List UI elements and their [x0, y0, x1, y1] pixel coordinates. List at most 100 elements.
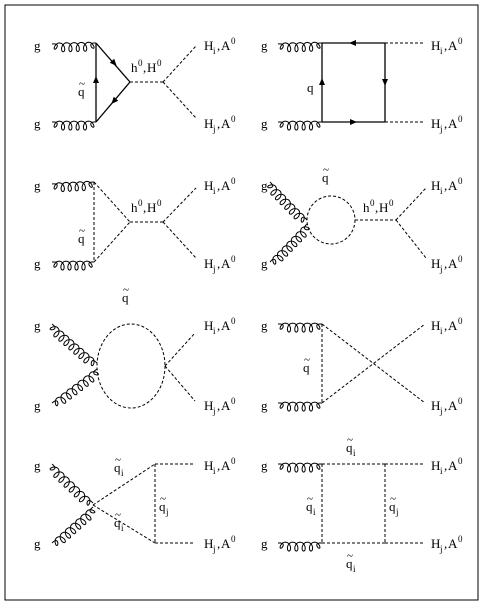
propagator-H-superscript: 0: [157, 58, 162, 68]
scalar-line: [395, 187, 427, 221]
squark-loop: [96, 323, 166, 409]
final-state-upper-A-superscript: 0: [231, 456, 236, 466]
gluon-line: [277, 41, 322, 53]
final-state-upper-A-superscript: 0: [458, 456, 463, 466]
final-state-lower-A: A: [221, 398, 231, 413]
final-state-upper-H: H: [204, 178, 213, 193]
final-state-lower-A: A: [448, 536, 458, 551]
final-state-upper-separator: ,: [217, 458, 220, 473]
squark-label: q: [78, 231, 85, 246]
gluon-label: g: [34, 398, 41, 413]
fermion-arrow: [93, 76, 99, 83]
squark-tilde: ~: [79, 225, 85, 237]
squark-label: q: [306, 499, 313, 514]
final-state-upper-separator: ,: [444, 458, 447, 473]
final-state-upper-H: H: [204, 318, 213, 333]
gluon-line: [51, 180, 94, 193]
figure-border: [4, 4, 479, 601]
propagator-h-superscript: 0: [370, 198, 375, 208]
final-state-upper-H: H: [431, 38, 440, 53]
gluon-label: g: [34, 536, 41, 551]
squark-tilde: ~: [160, 493, 166, 505]
final-state-upper-H: H: [204, 458, 213, 473]
final-state-lower-H-subscript: j: [212, 544, 216, 554]
gluon-label: g: [34, 318, 41, 333]
squark-tilde: ~: [347, 550, 353, 562]
final-state-lower-H-subscript: j: [439, 406, 443, 416]
squark-subscript: j: [395, 507, 399, 517]
gluon-line: [278, 322, 322, 333]
fermion-arrow: [382, 79, 388, 86]
propagator-h-superscript: 0: [138, 198, 143, 208]
final-state-lower-A-superscript: 0: [458, 254, 463, 264]
scalar-line: [92, 463, 156, 506]
final-state-upper-A: A: [221, 38, 231, 53]
propagator-separator: ,: [375, 200, 378, 215]
scalar-line: [164, 365, 196, 402]
scalar-line: [162, 45, 197, 83]
final-state-upper-H: H: [204, 38, 213, 53]
propagator-separator: ,: [143, 200, 146, 215]
scalar-line: [162, 81, 197, 119]
fermion-arrow: [111, 96, 119, 104]
final-state-upper-A-superscript: 0: [458, 36, 463, 46]
scalar-line: [164, 332, 196, 367]
final-state-upper-H-subscript: i: [440, 46, 443, 56]
propagator-H: H: [379, 200, 388, 215]
final-state-upper-separator: ,: [444, 38, 447, 53]
final-state-lower-H-subscript: j: [212, 264, 216, 274]
squark-tilde: ~: [304, 354, 310, 366]
gluon-label: g: [261, 178, 268, 193]
squark-tilde: ~: [307, 493, 313, 505]
propagator-H-superscript: 0: [157, 198, 162, 208]
scalar-line: [92, 504, 156, 544]
final-state-lower-H: H: [431, 116, 440, 131]
squark-label: q: [159, 499, 166, 514]
gluon-line: [49, 323, 98, 367]
scalar-line: [162, 221, 197, 259]
final-state-lower-separator: ,: [217, 256, 220, 271]
gluon-label: g: [34, 458, 41, 473]
final-state-upper-A: A: [448, 458, 458, 473]
gluon-line: [51, 41, 96, 53]
final-state-lower-A-superscript: 0: [231, 396, 236, 406]
fermion-arrow: [349, 40, 356, 46]
squark-tilde: ~: [123, 284, 129, 296]
final-state-lower-A: A: [221, 536, 231, 551]
final-state-lower-separator: ,: [217, 398, 220, 413]
final-state-lower-H-subscript: j: [212, 124, 216, 134]
squark-tilde: ~: [323, 164, 329, 176]
final-state-lower-A-superscript: 0: [231, 114, 236, 124]
scalar-line: [93, 181, 131, 223]
final-state-upper-separator: ,: [217, 318, 220, 333]
final-state-upper-H-subscript: i: [213, 46, 216, 56]
squark-label: q: [114, 515, 121, 530]
final-state-upper-H: H: [431, 318, 440, 333]
final-state-lower-A: A: [448, 256, 458, 271]
final-state-lower-A-superscript: 0: [458, 114, 463, 124]
propagator-separator: ,: [143, 60, 146, 75]
final-state-lower-H-subscript: j: [212, 406, 216, 416]
gluon-line: [267, 181, 308, 223]
squark-tilde: ~: [347, 434, 353, 446]
gluon-label: g: [34, 116, 41, 131]
gluon-label: g: [261, 458, 268, 473]
final-state-lower-separator: ,: [217, 536, 220, 551]
final-state-upper-A: A: [221, 318, 231, 333]
squark-subscript: i: [121, 523, 124, 533]
final-state-upper-separator: ,: [217, 178, 220, 193]
final-state-lower-separator: ,: [444, 116, 447, 131]
gluon-line: [52, 260, 94, 271]
final-state-upper-H-subscript: i: [440, 326, 443, 336]
final-state-upper-A-superscript: 0: [231, 36, 236, 46]
gluon-line: [51, 368, 99, 407]
final-state-lower-separator: ,: [217, 116, 220, 131]
final-state-lower-A-superscript: 0: [458, 534, 463, 544]
propagator-H: H: [147, 200, 156, 215]
final-state-upper-A-superscript: 0: [458, 316, 463, 326]
gluon-line: [278, 401, 322, 412]
fermion-arrow: [109, 58, 117, 66]
final-state-upper-H: H: [431, 458, 440, 473]
